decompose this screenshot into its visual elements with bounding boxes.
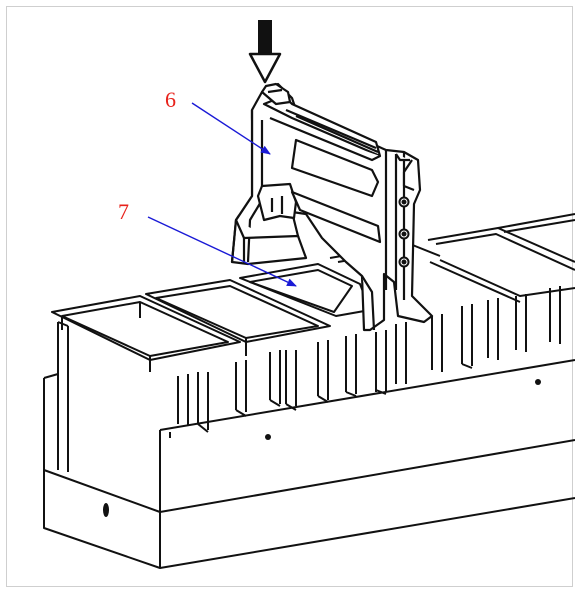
callout-7: 7	[118, 199, 297, 287]
well-row	[51, 213, 575, 372]
callout-label-6: 6	[165, 87, 176, 112]
push-down-arrow-icon	[248, 20, 282, 84]
sample-rack	[43, 321, 575, 569]
well-ribs	[177, 286, 561, 433]
callout-6: 6	[165, 87, 271, 155]
callout-label-7: 7	[118, 199, 129, 224]
rack-holes	[103, 379, 541, 517]
lifting-handle	[230, 82, 434, 332]
image-frame	[6, 6, 573, 587]
leader-line-7	[147, 216, 297, 287]
leader-line-6	[191, 102, 271, 155]
handle-screws	[398, 196, 410, 268]
